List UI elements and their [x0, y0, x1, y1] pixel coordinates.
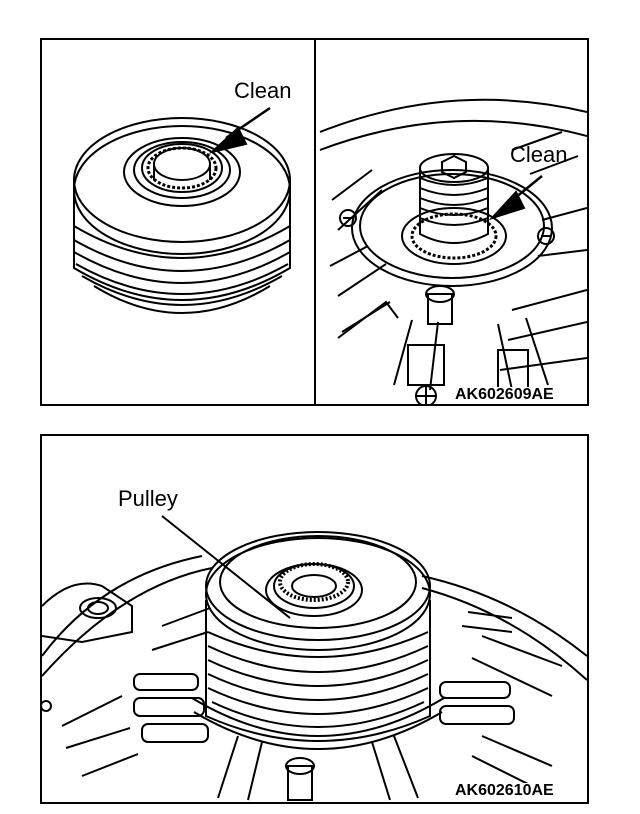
bottom-figure-drawing	[42, 515, 587, 801]
top-figure-frame: Clean Clean AK602609AE	[40, 38, 589, 406]
left-clean-label: Clean	[234, 78, 292, 103]
arrow-icon	[488, 175, 543, 221]
top-figure-drawing	[73, 40, 587, 404]
figure-code-bottom: AK602610AE	[453, 782, 556, 799]
right-clean-label: Clean	[510, 142, 568, 167]
pulley-label: Pulley	[118, 486, 178, 511]
arrow-icon	[208, 106, 271, 154]
figure-code-top: AK602609AE	[453, 386, 556, 403]
pulley-pointer	[161, 515, 291, 619]
bottom-figure-frame: Pulley AK602610AE	[40, 434, 589, 804]
alternator-drawing	[42, 555, 587, 801]
pulley-drawing	[191, 531, 445, 750]
alternator-drawing-right	[319, 98, 587, 404]
pulley-drawing-left	[73, 117, 291, 314]
